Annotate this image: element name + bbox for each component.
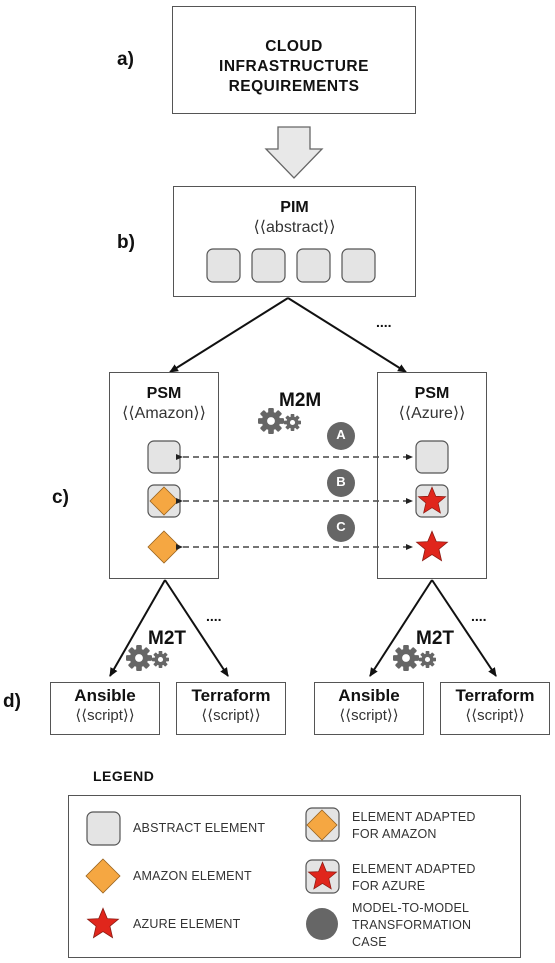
pim-box: PIM ⟨⟨abstract⟩⟩: [173, 186, 416, 297]
legend-m2m-case-icon: [306, 908, 338, 940]
legend-adapted-amazon-line-1: ELEMENT ADAPTED: [352, 810, 476, 824]
pim-stereotype: ⟨⟨abstract⟩⟩: [253, 219, 336, 236]
legend-adapted-azure-label: ELEMENT ADAPTED FOR AZURE: [352, 861, 476, 895]
step-d-label: d): [3, 691, 21, 712]
script-title: Ansible: [338, 686, 400, 705]
script-box-terraform-amazon: Terraform ⟨⟨script⟩⟩: [176, 682, 286, 735]
amazon-to-ansible-arrow: [109, 579, 166, 677]
amazon-adapted-diamond: [149, 486, 179, 516]
legend-m2m-case-line-3: CASE: [352, 935, 387, 949]
azure-to-terraform-arrow: [431, 579, 497, 677]
script-stereotype: ⟨⟨script⟩⟩: [465, 707, 525, 724]
m2t-amazon-label: M2T: [148, 628, 186, 649]
script-stereotype: ⟨⟨script⟩⟩: [201, 707, 261, 724]
pim-ellipsis: ....: [376, 314, 392, 330]
legend-adapted-amazon-line-2: FOR AMAZON: [352, 827, 437, 841]
psm-azure-title: PSM: [414, 385, 450, 402]
requirements-line-2: INFRASTRUCTURE: [219, 58, 369, 75]
azure-abstract-element: [415, 440, 449, 474]
script-box-ansible-azure: Ansible ⟨⟨script⟩⟩: [314, 682, 424, 735]
case-b-letter: B: [336, 474, 346, 489]
pim-element-3: [296, 248, 331, 283]
case-b-circle: [327, 469, 355, 497]
psm-amazon-box: PSM ⟨⟨Amazon⟩⟩: [109, 372, 219, 579]
pim-element-2: [251, 248, 286, 283]
requirements-box: CLOUD INFRASTRUCTURE REQUIREMENTS: [172, 6, 416, 114]
pim-element-1: [206, 248, 241, 283]
legend-amazon-icon: [85, 858, 121, 894]
requirements-line-3: REQUIREMENTS: [228, 78, 360, 95]
pim-to-azure-arrow: [287, 297, 407, 373]
legend-adapted-amazon-label: ELEMENT ADAPTED FOR AMAZON: [352, 809, 476, 843]
script-title: Ansible: [74, 686, 136, 705]
m2m-label: M2M: [279, 390, 322, 411]
step-a-label: a): [117, 49, 134, 70]
psm-azure-box: PSM ⟨⟨Azure⟩⟩: [377, 372, 487, 579]
pim-to-amazon-arrow: [169, 297, 289, 373]
m2t-azure-gear-small-icon: [419, 651, 436, 668]
legend-m2m-case-label: MODEL-TO-MODEL TRANSFORMATION CASE: [352, 900, 471, 951]
script-title: Terraform: [191, 686, 271, 705]
legend-adapted-azure-line-1: ELEMENT ADAPTED: [352, 862, 476, 876]
requirements-line-1: CLOUD: [265, 38, 323, 55]
legend-abstract-label: ABSTRACT ELEMENT: [133, 821, 266, 835]
legend-m2m-case-line-1: MODEL-TO-MODEL: [352, 901, 470, 915]
script-box-terraform-azure: Terraform ⟨⟨script⟩⟩: [440, 682, 550, 735]
step-b-label: b): [117, 232, 135, 253]
psm-azure-stereotype: ⟨⟨Azure⟩⟩: [398, 405, 466, 422]
case-a-letter: A: [336, 427, 346, 442]
legend-abstract-icon: [86, 811, 121, 846]
legend-azure-label: AZURE ELEMENT: [133, 917, 241, 931]
legend-adapted-amazon-icon: [306, 809, 338, 841]
legend-amazon-label: AMAZON ELEMENT: [133, 869, 252, 883]
amazon-to-terraform-arrow: [164, 579, 229, 677]
script-stereotype: ⟨⟨script⟩⟩: [75, 707, 135, 724]
case-c-letter: C: [336, 519, 346, 534]
script-stereotype: ⟨⟨script⟩⟩: [339, 707, 399, 724]
pim-element-4: [341, 248, 376, 283]
m2m-gear-small-icon: [284, 414, 301, 431]
amazon-element-diamond: [147, 530, 181, 564]
m2t-amazon-gear-small-icon: [152, 651, 169, 668]
script-title: Terraform: [455, 686, 535, 705]
legend-adapted-azure-line-2: FOR AZURE: [352, 879, 426, 893]
step-c-label: c): [52, 487, 69, 508]
refinement-arrow: [264, 126, 324, 179]
m2t-azure-ellipsis: ....: [471, 608, 487, 624]
legend-m2m-case-line-2: TRANSFORMATION: [352, 918, 472, 932]
azure-to-ansible-arrow: [369, 579, 433, 677]
psm-amazon-stereotype: ⟨⟨Amazon⟩⟩: [122, 405, 206, 422]
m2t-amazon-ellipsis: ....: [206, 608, 222, 624]
case-c-circle: [327, 514, 355, 542]
script-box-ansible-amazon: Ansible ⟨⟨script⟩⟩: [50, 682, 160, 735]
pim-title: PIM: [280, 199, 309, 216]
legend-box: [68, 795, 521, 958]
case-a-circle: [327, 422, 355, 450]
psm-amazon-title: PSM: [146, 385, 182, 402]
legend-title: LEGEND: [93, 768, 155, 784]
m2t-azure-label: M2T: [416, 628, 454, 649]
